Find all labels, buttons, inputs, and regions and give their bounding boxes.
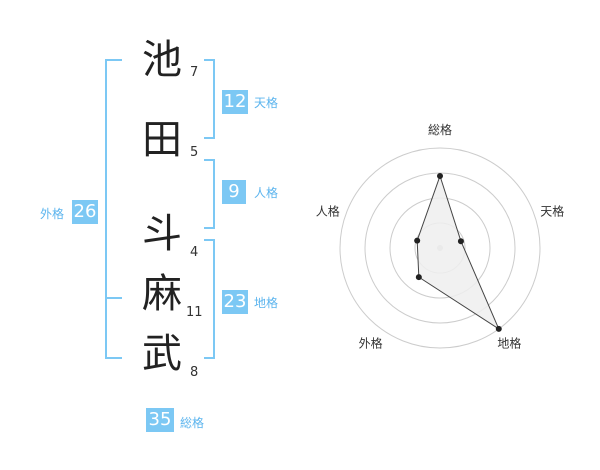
ten-kaku-label: 天格 <box>254 96 279 110</box>
name-char-2: 田 <box>142 117 182 163</box>
radar-point-1 <box>437 173 443 179</box>
ten-bracket <box>204 59 215 139</box>
stroke-count-4: 11 <box>186 305 203 320</box>
radar-shape <box>416 174 500 331</box>
radar-point-3 <box>495 325 502 332</box>
stroke-count-5: 8 <box>190 365 199 380</box>
ten-kaku-badge: 12 <box>222 90 248 114</box>
radar-axis-label-4: 外格 <box>359 335 383 350</box>
gai-kaku-label: 外格 <box>40 207 65 221</box>
name-char-3: 斗 <box>142 211 182 257</box>
sou-kaku-label: 総格 <box>180 416 205 430</box>
sou-kaku-badge: 35 <box>146 408 174 432</box>
gai-bracket <box>105 59 122 359</box>
name-char-1: 池 <box>142 37 182 83</box>
chi-kaku-badge: 23 <box>222 290 248 314</box>
radar-point-5 <box>414 237 421 244</box>
radar-point-2 <box>457 238 464 245</box>
chi-bracket <box>204 239 215 359</box>
radar-axis-label-3: 地格 <box>497 335 521 350</box>
stroke-count-3: 4 <box>190 245 199 260</box>
radar-ring-4 <box>339 147 541 349</box>
name-char-4: 麻 <box>142 271 182 317</box>
jin-kaku-badge: 9 <box>222 180 246 204</box>
stroke-count-2: 5 <box>190 145 199 160</box>
chi-kaku-label: 地格 <box>254 296 279 310</box>
gai-kaku-badge: 26 <box>72 200 98 224</box>
name-char-5: 武 <box>142 331 182 377</box>
stroke-count-1: 7 <box>190 65 199 80</box>
radar-axis-label-5: 人格 <box>316 204 340 219</box>
jin-bracket <box>204 159 215 229</box>
radar-point-4 <box>415 274 422 281</box>
radar-axis-label-2: 天格 <box>540 204 564 219</box>
radar-axis-label-1: 総格 <box>428 122 452 137</box>
jin-kaku-label: 人格 <box>254 186 279 200</box>
